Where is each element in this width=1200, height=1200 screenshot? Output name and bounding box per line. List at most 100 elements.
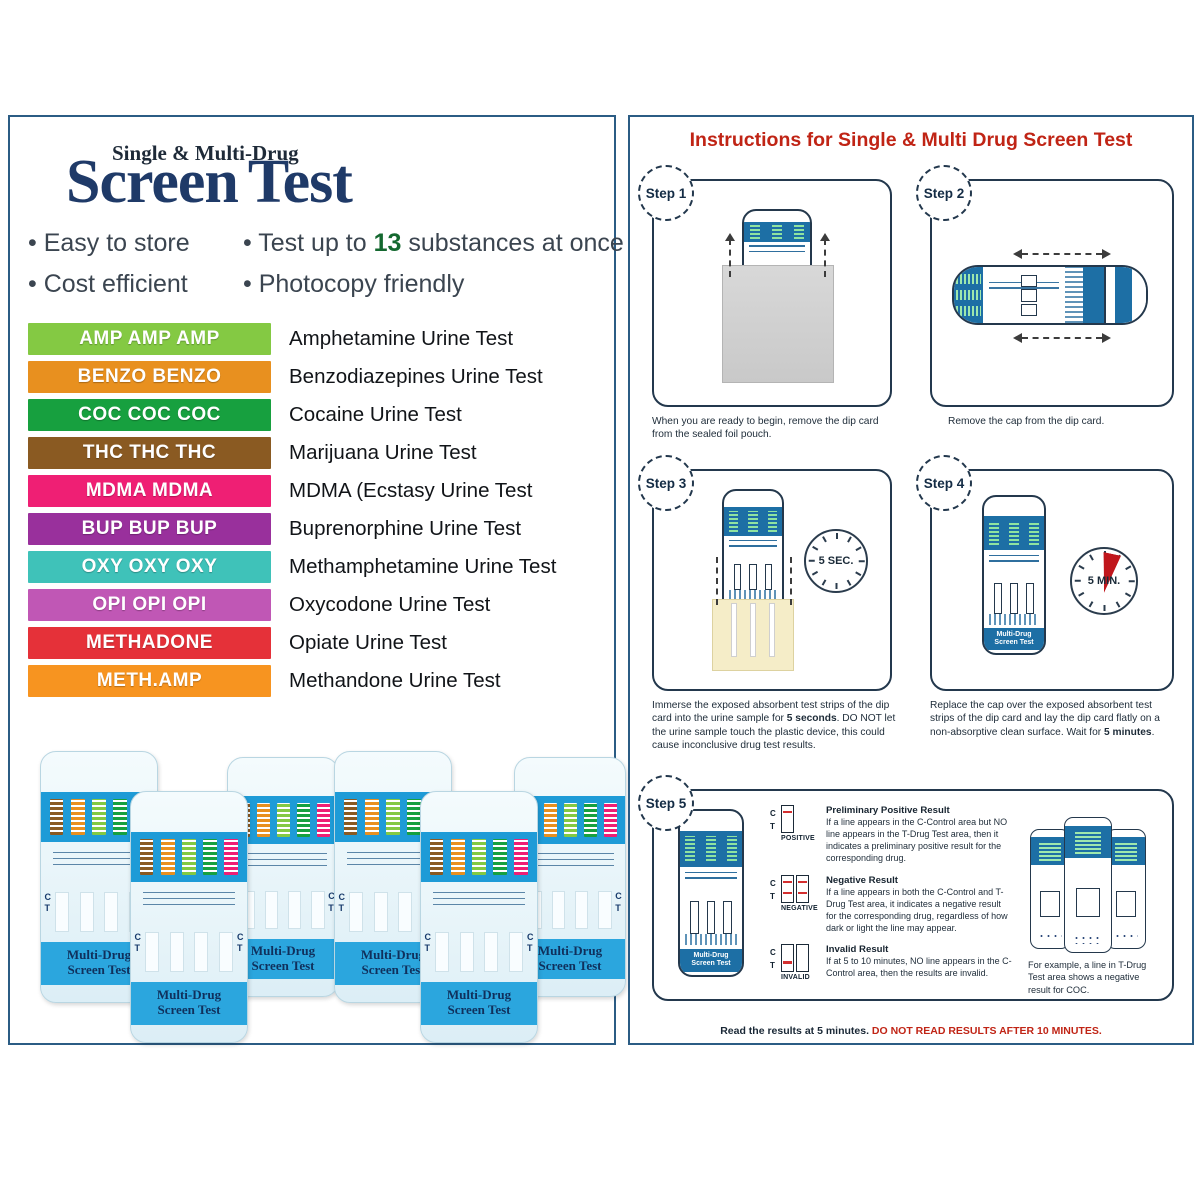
clock-tick xyxy=(836,533,838,539)
read-results-footer: Read the results at 5 minutes. DO NOT RE… xyxy=(630,1025,1192,1037)
immerse-guide-left xyxy=(716,557,718,605)
result-window xyxy=(796,944,809,973)
card-brand-line1: Multi-Drug xyxy=(446,987,512,1003)
drug-strip xyxy=(364,799,379,835)
drug-code-badge: BUP BUP BUP xyxy=(28,513,271,545)
drug-strip xyxy=(472,839,486,875)
drug-test-name: Oxycodone Urine Test xyxy=(289,593,491,616)
card-brand-line1: Multi-Drug xyxy=(360,947,426,963)
drug-strip xyxy=(113,799,128,835)
footer-warning-text: DO NOT READ RESULTS AFTER 10 MINUTES. xyxy=(871,1025,1102,1037)
drug-code-badge: THC THC THC xyxy=(28,437,271,469)
step-4-label: Step 4 xyxy=(923,475,965,491)
bullet-test-suffix: substances at once xyxy=(408,229,624,257)
card-drug-strip-header xyxy=(131,832,247,882)
card-result-windows xyxy=(528,891,612,930)
drug-test-name: Methamphetamine Urine Test xyxy=(289,555,557,578)
cap-arrow-left-bottom-icon xyxy=(1013,333,1022,343)
drug-strip xyxy=(203,839,218,875)
step-3-caption-part1: Immerse the exposed absorbent test strip… xyxy=(652,700,890,725)
drug-code-badge: BENZO BENZO xyxy=(28,361,271,393)
drug-strip xyxy=(276,802,290,837)
drug-strip xyxy=(583,802,597,837)
step-4-badge: Step 4 xyxy=(916,455,972,511)
result-title: Invalid Result xyxy=(826,944,889,956)
step-2-badge: Step 2 xyxy=(916,165,972,221)
result-window xyxy=(796,874,809,903)
dip-card-brand-line2: Screen Test xyxy=(691,960,731,968)
clock-tick xyxy=(1128,580,1135,582)
card-brand-line1: Multi-Drug xyxy=(156,987,222,1003)
pull-arrow-guide-right xyxy=(824,239,826,277)
card-id-date-lines xyxy=(526,853,614,877)
pull-arrow-guide-left xyxy=(729,239,731,277)
card-result-windows xyxy=(144,932,234,972)
step-1-badge: Step 1 xyxy=(638,165,694,221)
result-window xyxy=(781,874,794,903)
card-drug-strip-header xyxy=(421,832,537,882)
card-drug-labels xyxy=(954,267,983,323)
foil-pouch xyxy=(722,265,834,383)
dip-card-result-windows xyxy=(686,901,736,934)
dip-card-id-lines xyxy=(988,554,1040,567)
five-minute-timer-label: 5 MIN. xyxy=(1087,575,1121,587)
bullet-test-prefix: • Test up to xyxy=(243,229,367,257)
five-minute-timer: 5 MIN. xyxy=(1070,547,1138,615)
dip-card-drug-labels xyxy=(680,830,742,867)
step-2-label: Step 2 xyxy=(923,185,965,201)
drug-strip xyxy=(543,802,557,837)
card-brand-line1: Multi-Drug xyxy=(537,943,603,959)
drug-strip xyxy=(92,799,106,835)
bullet-easy-to-store: • Easy to store xyxy=(28,229,190,257)
instructions-title: Instructions for Single & Multi Drug Scr… xyxy=(689,129,1133,151)
drug-strip xyxy=(256,802,270,837)
example-card-right xyxy=(1106,829,1146,949)
step-4-caption-part2: . xyxy=(1151,726,1155,738)
brand-subtitle: Single & Multi-Drug xyxy=(112,141,299,165)
result-description: If a line appears in the C-Control area … xyxy=(826,817,1008,864)
clock-tick xyxy=(1104,605,1106,611)
card-brand-line1: Multi-Drug xyxy=(66,947,132,963)
example-card-center xyxy=(1064,817,1112,953)
step-2-horizontal-card xyxy=(952,265,1148,325)
step-4-caption: Replace the cap over the exposed absorbe… xyxy=(930,699,1178,739)
clock-tick xyxy=(847,579,852,586)
dip-card-brand-line1: Multi-Drug xyxy=(996,630,1032,638)
result-window xyxy=(781,944,794,973)
dip-card-drug-labels xyxy=(744,222,810,243)
step-1-label: Step 1 xyxy=(645,185,687,201)
card-brand-line2: Screen Test xyxy=(361,962,425,978)
drug-strip xyxy=(70,799,85,835)
drug-strip xyxy=(296,802,310,837)
step-1-caption-text: When you are ready to begin, remove the … xyxy=(652,416,879,441)
card-result-windows xyxy=(434,932,524,972)
footer-normal-text: Read the results at 5 minutes. xyxy=(720,1025,872,1037)
result-description: If at 5 to 10 minutes, NO line appears i… xyxy=(826,956,1012,979)
cap-arrow-right-bottom-icon xyxy=(1102,333,1111,343)
substance-count: 13 xyxy=(373,229,402,257)
drug-strip xyxy=(182,839,196,875)
clock-tick xyxy=(1125,565,1132,570)
drug-strip xyxy=(224,839,239,875)
drug-strip xyxy=(386,799,400,835)
dip-card-drug-labels xyxy=(984,515,1044,551)
step-3-label: Step 3 xyxy=(645,475,687,491)
five-second-timer-label: 5 SEC. xyxy=(818,555,854,567)
five-second-timer: 5 SEC. xyxy=(804,529,868,593)
